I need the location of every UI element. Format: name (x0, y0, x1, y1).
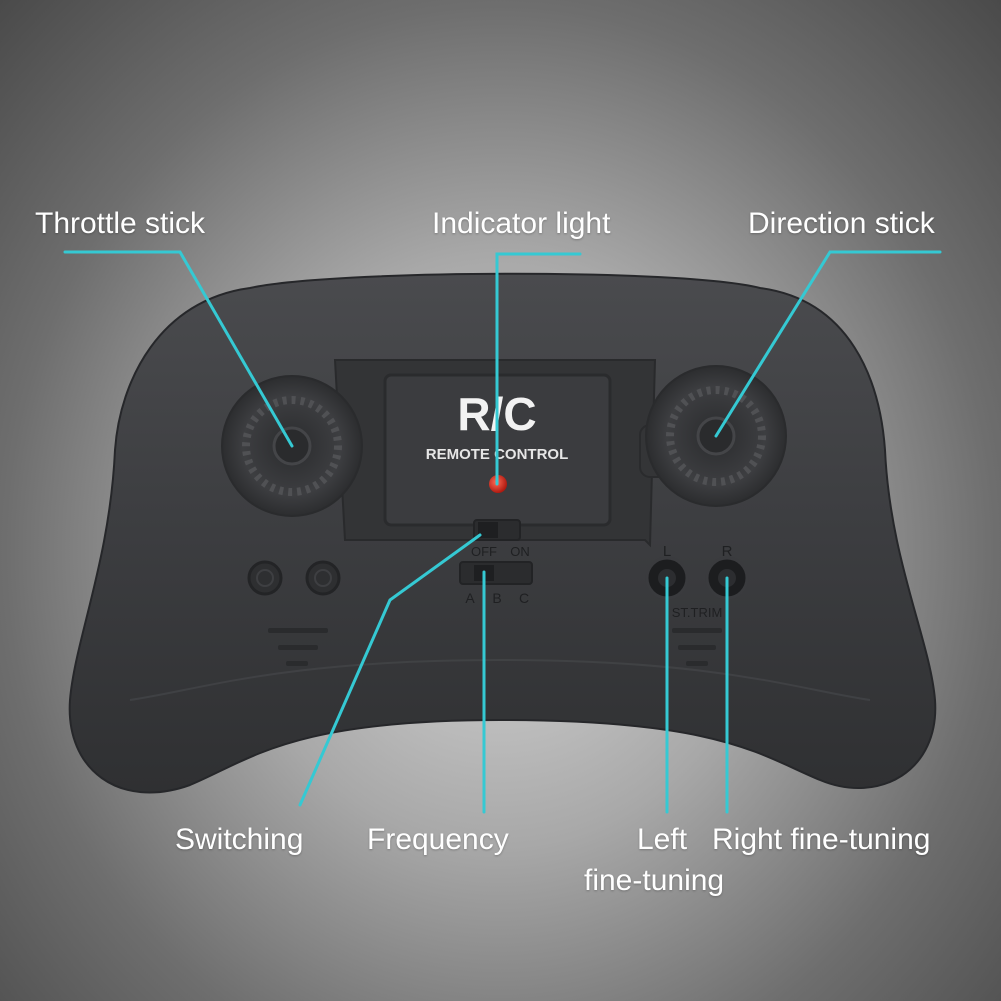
switching-label: Switching (175, 823, 304, 856)
direction-stick-label: Direction stick (748, 207, 935, 240)
freq-a-label: A (465, 590, 475, 606)
trim-l-label: L (663, 543, 671, 560)
frequency-label: Frequency (367, 823, 509, 856)
right-grill (672, 628, 722, 666)
switch-on-label: ON (510, 544, 530, 559)
throttle-stick-label: Throttle stick (35, 207, 206, 240)
left-grill (268, 628, 328, 666)
trim-label: ST.TRIM (672, 605, 723, 620)
freq-c-label: C (519, 590, 529, 606)
trim-r-label: R (722, 543, 733, 560)
freq-b-label: B (492, 590, 501, 606)
right-fine-tuning-label: Right fine-tuning (712, 823, 931, 856)
controller-bottom-edge (129, 658, 871, 701)
power-switch-knob (478, 522, 498, 538)
leader-lines (63, 250, 942, 814)
left-fine-tuning-label-1: Left (637, 823, 688, 856)
indicator-light-label: Indicator light (432, 207, 611, 240)
switch-off-label: OFF (471, 544, 497, 559)
left-decor-buttons (247, 560, 341, 596)
frequency-switch[interactable] (459, 561, 533, 585)
switching-leader (298, 533, 482, 807)
indicator-leader (495, 252, 582, 486)
direction-leader (714, 250, 942, 438)
throttle-leader (63, 250, 294, 448)
left-fine-tuning-label-2: fine-tuning (584, 864, 725, 897)
